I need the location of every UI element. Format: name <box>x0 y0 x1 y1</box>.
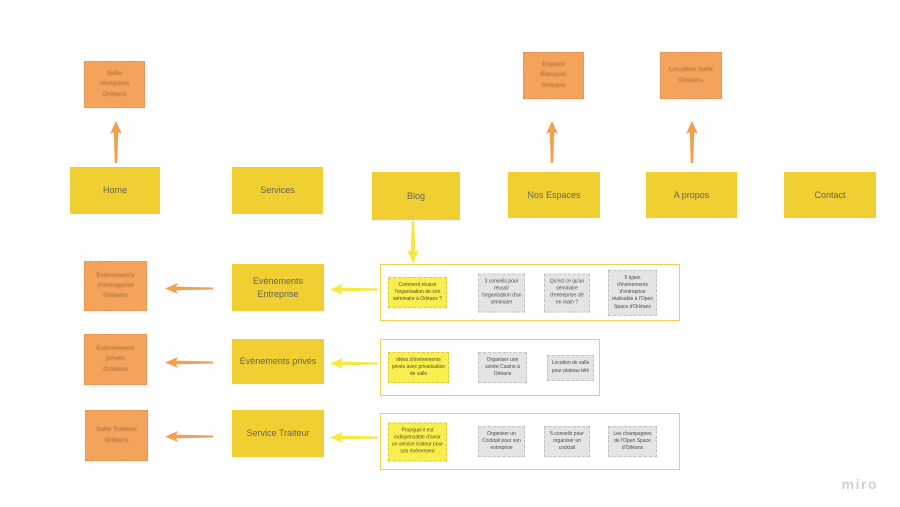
section-evenements-prives-label: Evènements privés <box>239 356 317 367</box>
sticky-location-salle-label: Location Salle Orléans <box>668 66 714 84</box>
group-articles-traiteur[interactable]: Pourquoi il est indispensable d'avoir un… <box>380 413 680 470</box>
nav-a-propos[interactable]: A propos <box>646 172 737 218</box>
section-evenements-entreprise[interactable]: Evènements Entreprise <box>232 264 324 311</box>
article-card-text: Qu'est ce qu'un séminaire d'entreprise c… <box>549 278 585 306</box>
sticky-espace-banquet-label: Espace Banquet Orléans <box>540 61 567 89</box>
article-card[interactable]: Organiser une soirée Casino à Orléans <box>478 351 527 384</box>
arrow-group2-to-section[interactable] <box>330 357 378 370</box>
sticky-evenements-entreprise[interactable]: Évènements d'entreprise Orléans <box>84 261 147 311</box>
arrow-group3-to-section[interactable] <box>330 431 378 444</box>
article-card[interactable]: Comment réussir l'organisation de son sé… <box>388 276 447 309</box>
arrow-nos-espaces-to-espace-banquet[interactable] <box>543 121 561 163</box>
article-card-text: Organiser une soirée Casino à Orléans <box>485 356 520 378</box>
arrow-entreprise-to-sticky[interactable] <box>165 282 213 295</box>
article-card-text: 5 conseils pour organiser un cocktail <box>550 430 584 452</box>
article-card[interactable]: 5 conseils pour organiser un cocktail <box>544 425 590 458</box>
sticky-salle-reception-label: Salle réception Orléans <box>99 70 130 98</box>
article-card[interactable]: 5 types d'évènements d'entreprise réalis… <box>608 269 657 316</box>
article-card-text: Les champagnes de l'Open Space d'Orléans <box>613 430 652 452</box>
sticky-evenements-prives-label: Évènements privés Orléans <box>96 345 135 373</box>
article-card-text: Pourquoi il est indispensable d'avoir un… <box>391 427 444 455</box>
article-card-text: Organiser un Cocktail pour son entrepris… <box>482 430 521 452</box>
sticky-salle-traiteur-label: Salle Traiteur Orléans <box>96 426 137 444</box>
article-card[interactable]: Location de salle pour plateau télé <box>547 354 594 381</box>
arrow-prives-to-sticky[interactable] <box>165 356 213 369</box>
sticky-salle-reception[interactable]: Salle réception Orléans <box>84 61 145 108</box>
arrow-a-propos-to-location-salle[interactable] <box>683 121 701 163</box>
article-card-text: Location de salle pour plateau télé <box>551 360 590 374</box>
sticky-espace-banquet[interactable]: Espace Banquet Orléans <box>523 52 584 99</box>
nav-nos-espaces[interactable]: Nos Espaces <box>508 172 600 218</box>
article-card[interactable]: Pourquoi il est indispensable d'avoir un… <box>388 422 447 461</box>
section-service-traiteur-label: Service Traiteur <box>246 428 310 439</box>
sticky-evenements-prives[interactable]: Évènements privés Orléans <box>84 334 147 385</box>
article-card[interactable]: Qu'est ce qu'un séminaire d'entreprise c… <box>544 273 590 312</box>
article-card[interactable]: Les champagnes de l'Open Space d'Orléans <box>608 425 657 458</box>
nav-nos-espaces-label: Nos Espaces <box>527 189 581 200</box>
article-card-text: Idées d'évènements privés avec privatisa… <box>391 356 446 378</box>
nav-home[interactable]: Home <box>70 167 160 214</box>
article-card[interactable]: Idées d'évènements privés avec privatisa… <box>388 351 449 384</box>
arrow-group1-to-section[interactable] <box>330 283 378 296</box>
sticky-location-salle[interactable]: Location Salle Orléans <box>660 52 722 99</box>
section-evenements-prives[interactable]: Evènements privés <box>232 339 324 384</box>
nav-blog-label: Blog <box>406 190 425 201</box>
group-articles-entreprise[interactable]: Comment réussir l'organisation de son sé… <box>380 264 680 321</box>
article-card-text: Comment réussir l'organisation de son sé… <box>393 281 442 303</box>
article-card[interactable]: Organiser un Cocktail pour son entrepris… <box>478 425 525 458</box>
nav-home-label: Home <box>102 185 127 196</box>
sticky-evenements-entreprise-label: Évènements d'entreprise Orléans <box>96 271 135 300</box>
nav-contact-label: Contact <box>814 189 846 200</box>
nav-contact[interactable]: Contact <box>784 172 876 218</box>
nav-services-label: Services <box>260 185 295 196</box>
sticky-salle-traiteur[interactable]: Salle Traiteur Orléans <box>85 410 148 461</box>
arrow-traiteur-to-sticky[interactable] <box>165 430 213 443</box>
arrow-home-to-salle-reception[interactable] <box>107 121 125 163</box>
nav-a-propos-label: A propos <box>673 189 710 200</box>
arrow-blog-to-group-entreprise[interactable] <box>404 221 422 263</box>
article-card[interactable]: 3 conseils pour réussir l'organisation d… <box>478 273 525 312</box>
miro-logo: miro <box>841 476 878 492</box>
group-articles-prives[interactable]: Idées d'évènements privés avec privatisa… <box>380 339 600 396</box>
article-card-text: 5 types d'évènements d'entreprise réalis… <box>611 274 654 310</box>
nav-services[interactable]: Services <box>232 167 323 214</box>
section-evenements-entreprise-label: Evènements Entreprise <box>252 276 304 299</box>
nav-blog[interactable]: Blog <box>372 172 460 220</box>
section-service-traiteur[interactable]: Service Traiteur <box>232 410 324 457</box>
article-card-text: 3 conseils pour réussir l'organisation d… <box>481 278 522 306</box>
